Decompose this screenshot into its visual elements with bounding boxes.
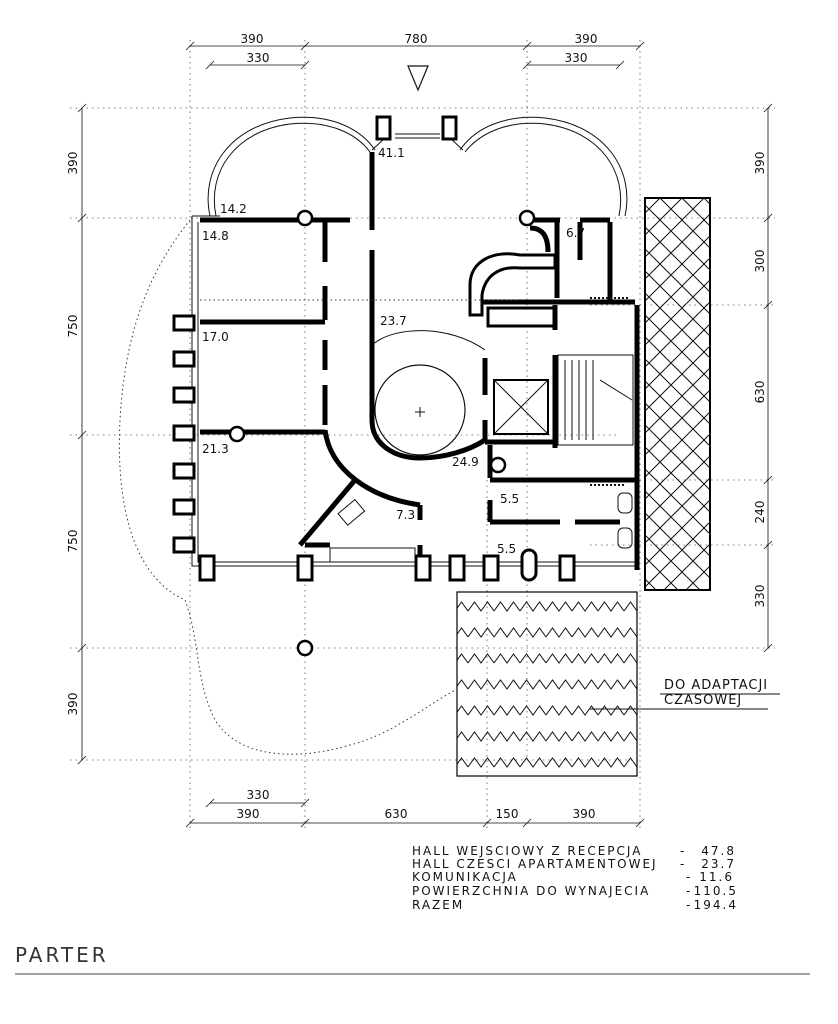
dim-top-3: 390 bbox=[575, 32, 598, 46]
dim-right-5: 330 bbox=[753, 585, 767, 608]
page-title: PARTER bbox=[15, 943, 109, 967]
legend-dash: - bbox=[680, 844, 686, 858]
dim-bottom-3: 150 bbox=[496, 807, 519, 821]
dim-left-3: 750 bbox=[66, 530, 80, 553]
legend-dash: - bbox=[686, 884, 692, 898]
entrance-columns bbox=[375, 115, 458, 141]
neighbour-wall-hatch bbox=[644, 197, 711, 591]
reception-desk bbox=[468, 225, 557, 328]
entrance-arrow-icon bbox=[407, 65, 429, 92]
room-area-label: 23.7 bbox=[380, 314, 407, 328]
dim-bottom-2: 630 bbox=[385, 807, 408, 821]
elevator bbox=[493, 379, 549, 435]
room-area-label: 21.3 bbox=[202, 442, 229, 456]
legend-dash: - bbox=[686, 898, 692, 912]
dim-top-inner-1: 330 bbox=[247, 51, 270, 65]
legend-name: HALL CZESCI APARTAMENTOWEJ bbox=[412, 857, 658, 871]
room-area-label: 5.5 bbox=[497, 542, 516, 556]
dim-top-inner-2: 330 bbox=[565, 51, 588, 65]
legend-name: RAZEM bbox=[412, 898, 464, 912]
dim-bottom-1: 390 bbox=[237, 807, 260, 821]
legend-value: 110.5 bbox=[694, 884, 738, 898]
dimension-labels: 390 780 390 330 330 390 750 750 390 390 … bbox=[66, 32, 767, 821]
facade-piers bbox=[172, 314, 576, 582]
stairs bbox=[557, 354, 634, 446]
dim-left-1: 390 bbox=[66, 152, 80, 175]
interior-walls bbox=[200, 152, 640, 570]
room-area-label: 24.9 bbox=[452, 455, 479, 469]
note-line-2: CZASOWEJ bbox=[664, 693, 742, 708]
rotunda bbox=[371, 330, 486, 456]
dim-bottom-4: 390 bbox=[573, 807, 596, 821]
room-area-label: 17.0 bbox=[202, 330, 229, 344]
dimension-lines bbox=[77, 41, 773, 828]
dim-top-1: 390 bbox=[241, 32, 264, 46]
legend-value: 11.6 bbox=[699, 870, 734, 884]
temporary-area-hatch bbox=[456, 591, 638, 777]
dim-top-2: 780 bbox=[405, 32, 428, 46]
legend-name: HALL WEJSCIOWY Z RECEPCJA bbox=[412, 844, 642, 858]
dim-bottom-inner-1: 330 bbox=[247, 788, 270, 802]
site-boundary bbox=[118, 219, 456, 755]
bay-windows bbox=[207, 116, 628, 217]
dim-right-2: 300 bbox=[753, 250, 767, 273]
legend-value: 194.4 bbox=[694, 898, 738, 912]
area-legend: HALL WEJSCIOWY Z RECEPCJA - 47.8 HALL CZ… bbox=[412, 844, 738, 912]
legend-dash: - bbox=[686, 870, 692, 884]
dim-left-4: 390 bbox=[66, 693, 80, 716]
furniture bbox=[200, 297, 633, 563]
dim-right-3: 630 bbox=[753, 381, 767, 404]
legend-dash: - bbox=[680, 857, 686, 871]
room-area-label: 41.1 bbox=[378, 146, 405, 160]
room-area-label: 14.8 bbox=[202, 229, 229, 243]
legend-value: 47.8 bbox=[701, 844, 736, 858]
legend-name: POWIERZCHNIA DO WYNAJECIA bbox=[412, 884, 650, 898]
temporary-note: DO ADAPTACJI CZASOWEJ bbox=[590, 678, 780, 710]
room-area-label: 6.7 bbox=[566, 226, 585, 240]
note-line-1: DO ADAPTACJI bbox=[664, 678, 768, 693]
room-area-label: 7.3 bbox=[396, 508, 415, 522]
room-area-label: 14.2 bbox=[220, 202, 247, 216]
legend-value: 23.7 bbox=[701, 857, 736, 871]
dim-right-4: 240 bbox=[753, 501, 767, 524]
round-columns bbox=[228, 209, 536, 657]
legend-name: KOMUNIKACJA bbox=[412, 870, 518, 884]
dim-right-1: 390 bbox=[753, 152, 767, 175]
room-area-label: 5.5 bbox=[500, 492, 519, 506]
dim-left-2: 750 bbox=[66, 315, 80, 338]
room-labels: 41.1 14.2 14.8 6.7 17.0 23.7 21.3 24.9 5… bbox=[202, 146, 585, 556]
